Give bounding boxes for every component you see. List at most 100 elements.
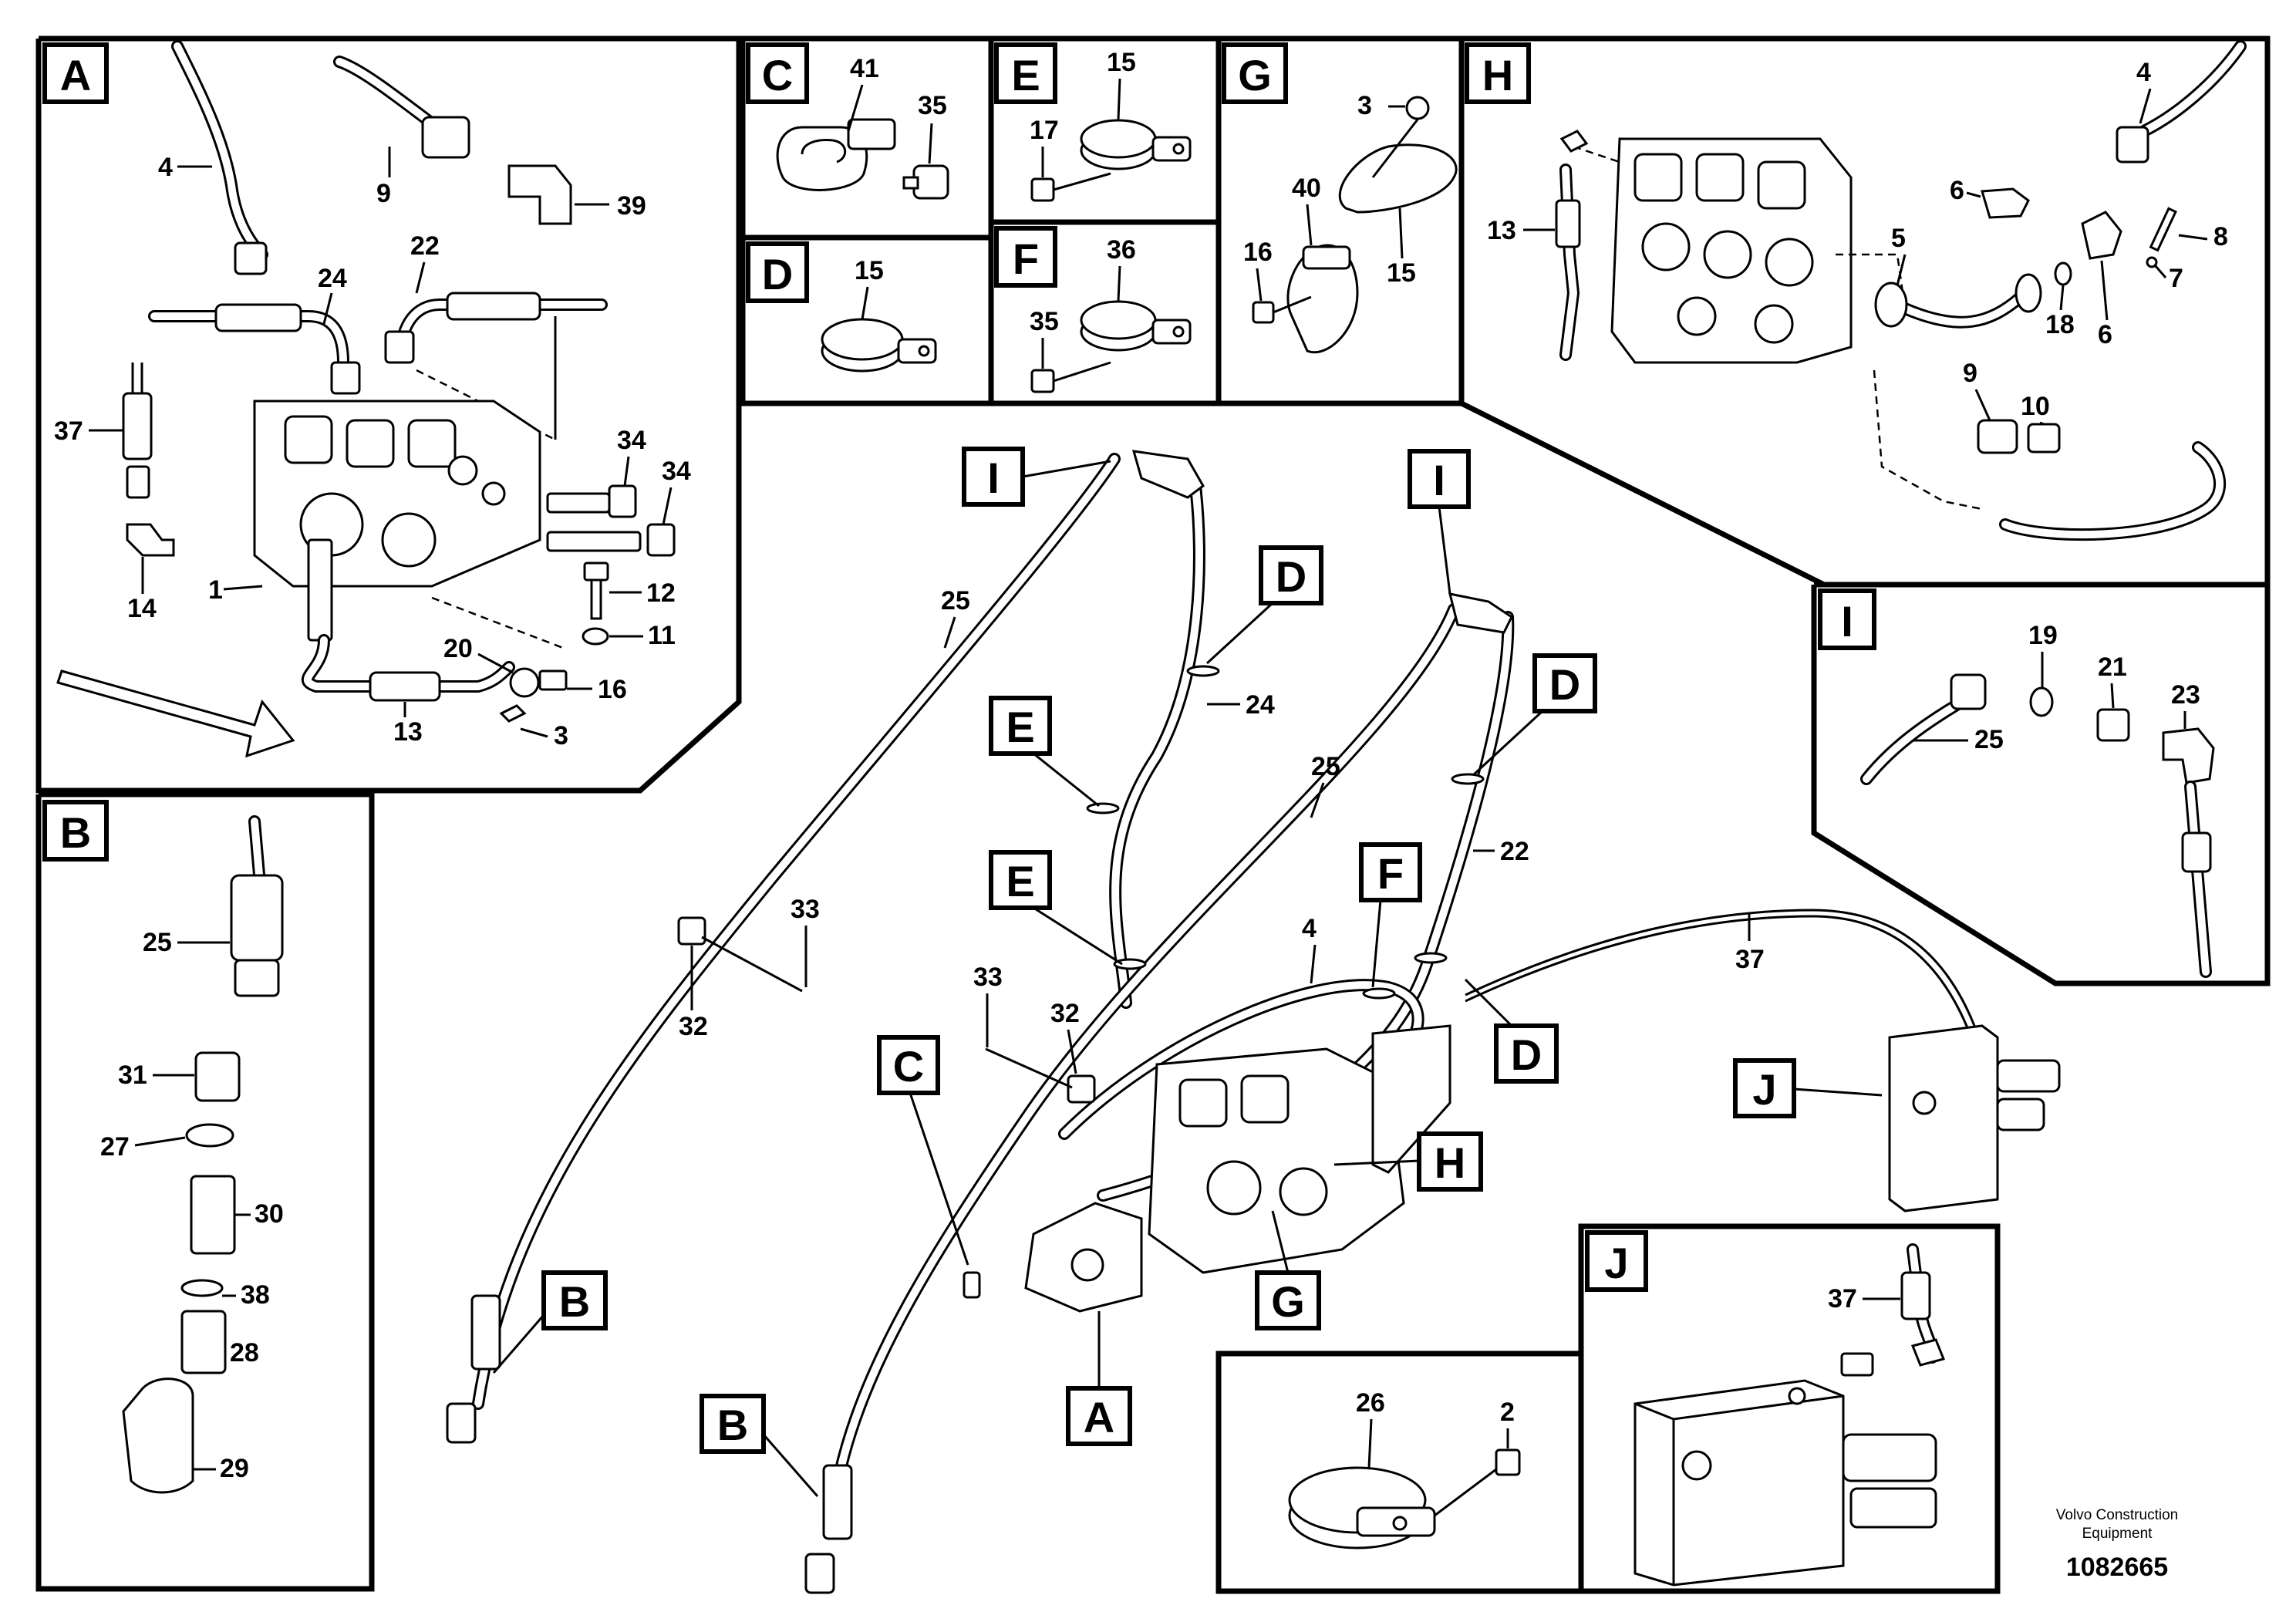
part-number: 14 xyxy=(127,594,157,623)
part-number: 27 xyxy=(100,1132,130,1162)
panel-label-g: G xyxy=(1238,51,1272,99)
part-number: 3 xyxy=(554,721,568,750)
part-number: 34 xyxy=(617,426,646,455)
panel-label-e: E xyxy=(1011,51,1040,99)
part-number: 35 xyxy=(918,91,947,120)
part-number: 33 xyxy=(791,895,820,924)
part-number: 37 xyxy=(54,416,83,446)
panel-g-drawing xyxy=(1252,96,1458,354)
part-number: 32 xyxy=(679,1012,708,1041)
panel-a-drawing xyxy=(56,40,676,758)
part-number: 24 xyxy=(318,264,347,293)
part-number: 29 xyxy=(220,1454,249,1483)
callout-d-2: D xyxy=(1549,660,1580,709)
part-number: 16 xyxy=(598,675,627,704)
part-number: 21 xyxy=(2098,653,2127,682)
clamp-panel-drawing xyxy=(1288,1448,1521,1549)
part-number: 30 xyxy=(255,1199,284,1229)
part-number: 7 xyxy=(2169,264,2183,293)
callout-i-right: I xyxy=(1433,456,1445,504)
part-number: 18 xyxy=(2045,310,2075,339)
callout-e-1: E xyxy=(1006,703,1034,751)
part-number: 24 xyxy=(1246,690,1275,720)
part-number: 15 xyxy=(1107,48,1136,77)
part-number: 6 xyxy=(1950,176,1964,205)
part-number: 26 xyxy=(1356,1388,1385,1418)
panel-label-d: D xyxy=(762,250,793,298)
part-number: 25 xyxy=(1974,725,2004,754)
part-number: 36 xyxy=(1107,235,1136,265)
part-number: 8 xyxy=(2213,222,2228,251)
panel-d-drawing xyxy=(821,318,937,373)
part-number: 22 xyxy=(1500,837,1529,866)
part-number: 1 xyxy=(208,575,223,605)
panel-e-drawing xyxy=(1030,119,1192,202)
part-number: 5 xyxy=(1891,224,1906,253)
panel-label-f: F xyxy=(1013,234,1039,283)
callouts: I I D D D E E F C H xyxy=(492,447,1883,1497)
panel-label-i: I xyxy=(1841,597,1853,646)
callout-d-1: D xyxy=(1276,552,1306,601)
part-number: 6 xyxy=(2098,320,2112,349)
part-number: 9 xyxy=(376,179,391,208)
part-number: 40 xyxy=(1292,174,1321,203)
part-number: 19 xyxy=(2028,621,2058,650)
callout-e-2: E xyxy=(1006,857,1034,905)
callout-i-left: I xyxy=(987,454,1000,502)
part-number: 33 xyxy=(973,963,1003,992)
callout-j: J xyxy=(1752,1065,1776,1114)
panel-label-c: C xyxy=(762,51,793,99)
part-number: 10 xyxy=(2021,392,2050,421)
callout-f: F xyxy=(1377,849,1404,898)
panel-c-drawing xyxy=(776,118,949,200)
part-number: 22 xyxy=(410,231,440,261)
brand-name-line2: Equipment xyxy=(2082,1526,2153,1542)
panel-h-drawing xyxy=(1555,40,2247,541)
part-number: 25 xyxy=(941,586,970,615)
part-number: 13 xyxy=(1487,216,1516,245)
panel-b-drawing xyxy=(122,815,284,1494)
part-number: 13 xyxy=(393,717,423,747)
part-number: 41 xyxy=(850,54,879,83)
part-number: 3 xyxy=(1357,91,1372,120)
part-number: 25 xyxy=(143,928,172,957)
panel-label-a: A xyxy=(60,51,91,99)
footer: Volvo Construction Equipment 1082665 xyxy=(2056,1507,2178,1582)
panel-i-drawing xyxy=(1860,673,2215,978)
part-number: 28 xyxy=(230,1338,259,1367)
part-number: 23 xyxy=(2171,680,2200,710)
part-number: 20 xyxy=(443,634,473,663)
part-number: 35 xyxy=(1030,307,1059,336)
part-number: 32 xyxy=(1050,999,1080,1028)
part-number: 9 xyxy=(1963,359,1977,388)
part-number: 37 xyxy=(1735,945,1765,974)
part-numbers: 4 9 39 24 22 37 34 34 1 14 12 11 20 16 1… xyxy=(54,48,2228,1483)
panel-j-drawing xyxy=(1633,1243,1946,1587)
callout-g: G xyxy=(1271,1277,1305,1326)
panel-label-b: B xyxy=(60,808,91,857)
part-number: 15 xyxy=(1387,258,1416,288)
panel-label-j: J xyxy=(1604,1239,1628,1287)
part-number: 12 xyxy=(646,578,676,608)
panel-label-h: H xyxy=(1482,51,1513,99)
callout-b-2: B xyxy=(717,1401,748,1449)
part-number: 4 xyxy=(1302,914,1317,943)
callout-a: A xyxy=(1084,1393,1114,1442)
callout-d-3: D xyxy=(1511,1030,1542,1079)
panel-letter-boxes: A B C D E F G H I J xyxy=(42,42,1876,1292)
part-number: 34 xyxy=(662,457,691,486)
callout-b-1: B xyxy=(559,1277,590,1326)
part-number: 39 xyxy=(617,191,646,221)
panel-frames xyxy=(35,35,2271,1594)
part-number: 16 xyxy=(1243,238,1273,267)
part-number: 2 xyxy=(1500,1398,1515,1427)
panel-f-drawing xyxy=(1030,300,1192,393)
part-number: 4 xyxy=(158,153,173,182)
part-number: 31 xyxy=(118,1061,147,1090)
part-number: 38 xyxy=(241,1280,270,1310)
part-number: 4 xyxy=(2136,58,2151,87)
callout-h: H xyxy=(1435,1138,1465,1187)
part-number: 25 xyxy=(1311,752,1340,781)
